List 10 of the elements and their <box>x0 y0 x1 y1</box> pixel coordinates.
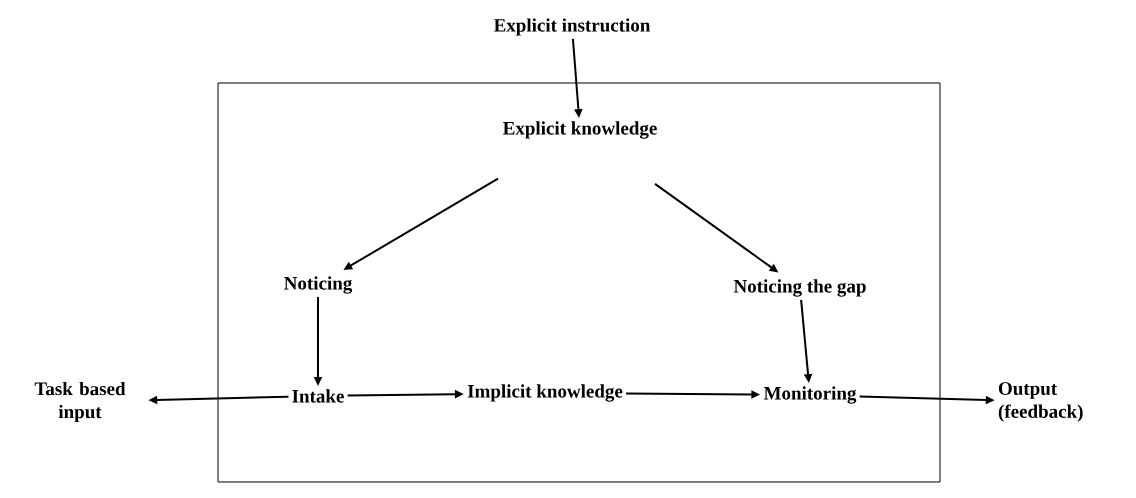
label-text: Intake <box>292 389 344 403</box>
label-text: Explicit instruction <box>493 18 651 36</box>
label-text: Noticing <box>284 276 353 294</box>
label-text: Implicit knowledge <box>467 384 623 402</box>
label-text: Task based input <box>34 381 126 423</box>
frame-box <box>217 82 941 483</box>
label-text: Monitoring <box>763 386 857 404</box>
label-text: Noticing the gap <box>733 279 866 297</box>
label-text: Explicit knowledge <box>503 121 657 139</box>
label-text: Output (feedback) <box>998 382 1083 422</box>
